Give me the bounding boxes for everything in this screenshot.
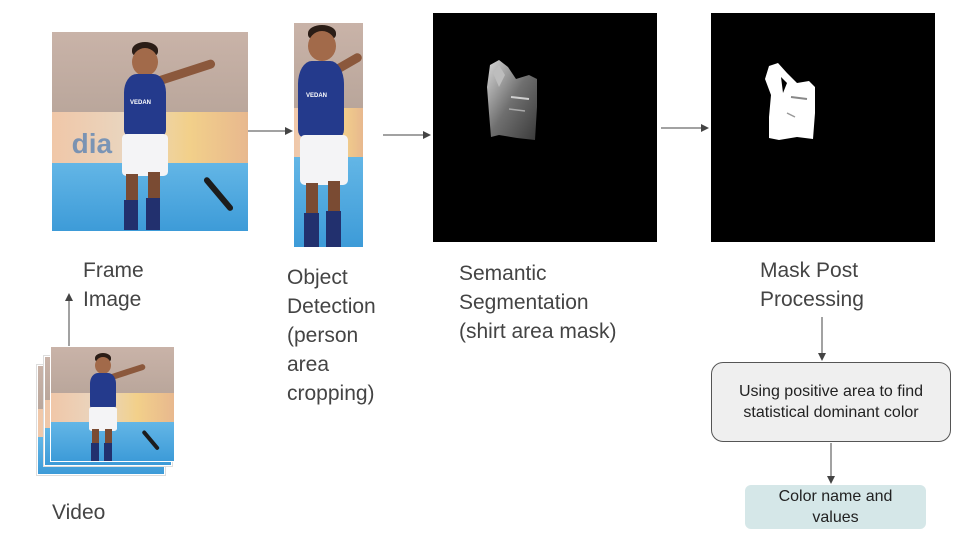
- color-output-text: Color name and values: [778, 488, 893, 526]
- color-output-box: Color name and values: [745, 485, 926, 529]
- object-detection-label: Object Detection (person area cropping): [287, 263, 376, 408]
- shirt-mask-grayscale: [433, 13, 657, 242]
- video-label: Video: [52, 498, 105, 527]
- semantic-segmentation-label: Semantic Segmentation (shirt area mask): [459, 259, 617, 346]
- object-detection-label-line-1: Object: [287, 266, 348, 289]
- frame-image-label: Frame Image: [83, 256, 144, 314]
- frame-image-label-line-2: Image: [83, 288, 142, 311]
- frame-image-photo: dia VEDAN: [52, 32, 248, 231]
- object-detection-label-line-2: Detection: [287, 295, 376, 318]
- shirt-mask-binary: [711, 13, 935, 242]
- frame-image-label-line-1: Frame: [83, 259, 144, 282]
- mask-post-processing-label-line-1: Mask Post: [760, 259, 859, 282]
- video-frame-front: [50, 346, 175, 462]
- dominant-color-box: Using positive area to find statistical …: [711, 362, 951, 442]
- mask-post-processing-label-line-2: Processing: [760, 288, 864, 311]
- semantic-segmentation-label-line-2: Segmentation: [459, 291, 589, 314]
- object-detection-label-line-5: cropping): [287, 382, 375, 405]
- video-label-line-1: Video: [52, 501, 106, 524]
- mask-post-processing-label: Mask Post Processing: [760, 256, 864, 314]
- dominant-color-text: Using positive area to find statistical …: [738, 383, 924, 421]
- object-detection-label-line-4: area: [287, 353, 330, 376]
- person-crop-photo: VEDAN: [294, 23, 363, 247]
- semantic-segmentation-label-line-1: Semantic: [459, 262, 547, 285]
- semantic-segmentation-label-line-3: (shirt area mask): [459, 320, 617, 343]
- object-detection-label-line-3: (person: [287, 324, 359, 347]
